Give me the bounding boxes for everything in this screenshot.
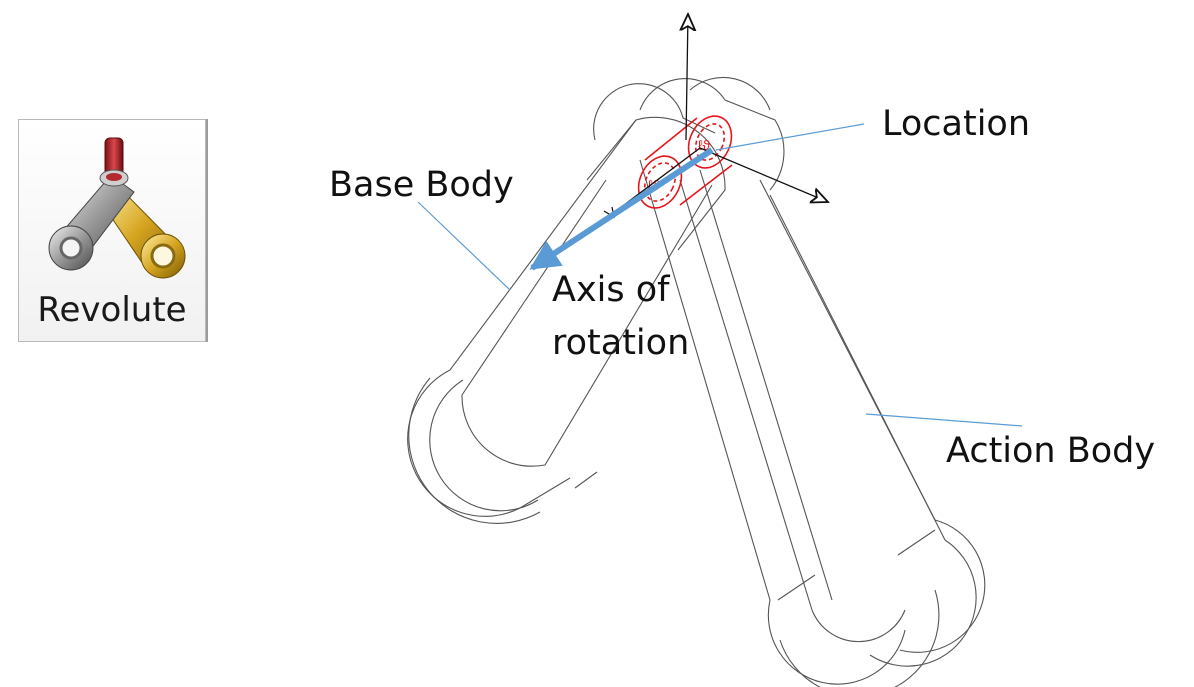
base-body-leader [417,201,511,291]
joint-pin: ℓϑ ℓϑ [637,115,733,209]
axis-of-rotation-arrow [529,147,714,271]
location-label: Location [882,104,1031,144]
action-body-leader [865,413,1023,427]
leader-lines [417,123,1023,427]
revolute-button[interactable]: Revolute [18,119,206,342]
axis-label-line2: rotation [552,323,690,363]
base-body-label: Base Body [329,165,514,205]
revolute-joint-icon [48,137,186,279]
revolute-label: Revolute [37,290,187,330]
location-leader [715,123,865,151]
axis-label-line1: Axis of [552,270,670,310]
action-body-shape [639,76,986,687]
action-body-label: Action Body [946,431,1156,471]
base-body-shape [407,83,726,524]
